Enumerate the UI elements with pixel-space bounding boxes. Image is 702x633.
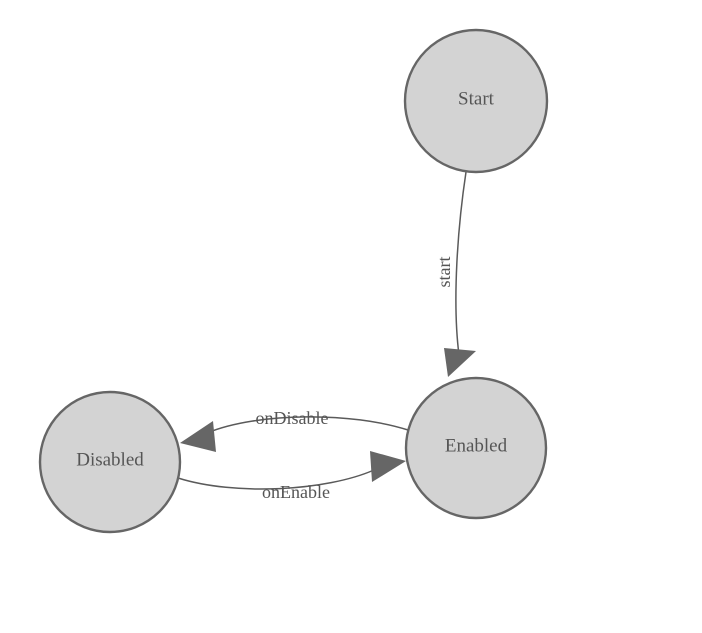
node-disabled[interactable]: Disabled xyxy=(38,390,182,534)
edge-enabled-to-disabled[interactable]: onDisable xyxy=(180,408,409,452)
edge-start-to-enabled[interactable]: start xyxy=(434,171,476,377)
edge-disabled-to-enabled[interactable]: onEnable xyxy=(177,451,406,502)
edge-path-enabled-to-disabled xyxy=(206,416,409,434)
node-circle-start xyxy=(403,28,549,174)
node-label-enabled: Enabled xyxy=(445,435,508,456)
arrow-head-start-to-enabled xyxy=(444,348,476,377)
edge-path-disabled-to-enabled xyxy=(177,469,375,490)
edge-label-on-disable: onDisable xyxy=(256,408,329,428)
edge-label-on-enable: onEnable xyxy=(262,482,330,502)
node-label-disabled: Disabled xyxy=(76,449,144,470)
edge-label-start: start xyxy=(434,257,454,288)
arrow-head-disabled-to-enabled xyxy=(370,451,406,482)
node-circle-disabled xyxy=(38,390,182,534)
edge-path-start-to-enabled xyxy=(455,171,467,356)
node-start[interactable]: Start xyxy=(403,28,549,174)
node-enabled[interactable]: Enabled xyxy=(404,376,548,520)
node-circle-enabled xyxy=(404,376,548,520)
arrow-head-enabled-to-disabled xyxy=(180,421,216,452)
node-label-start: Start xyxy=(458,88,495,109)
